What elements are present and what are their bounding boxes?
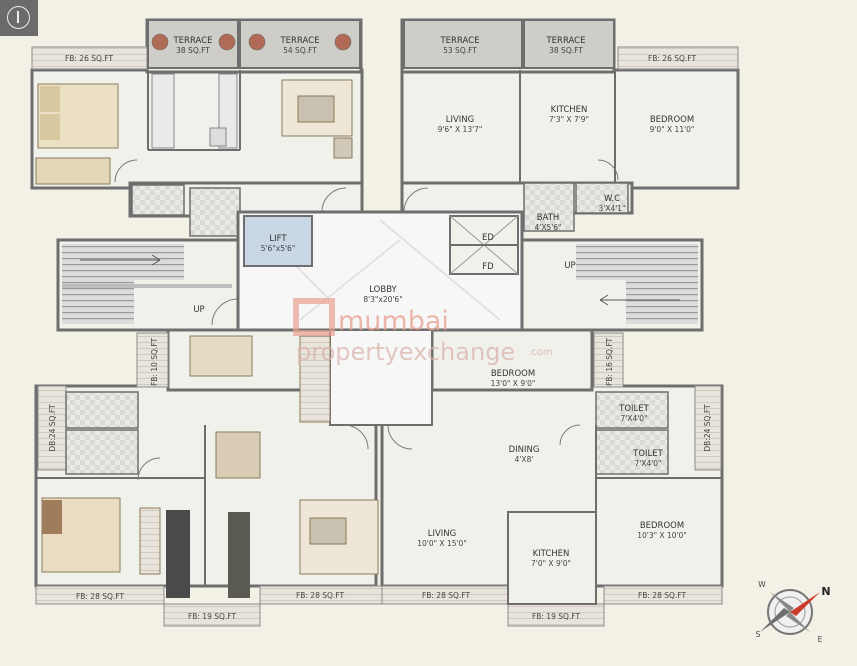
wc-top-right-size: 3'X4'1"	[598, 204, 625, 213]
stair-up-right: UP	[564, 261, 575, 271]
terrace-1-size: 38 SQ.FT	[176, 46, 210, 55]
bedroom-bottom-right-name: BEDROOM	[640, 521, 684, 531]
info-icon	[7, 6, 30, 29]
flower-bed-labels: FB: 26 SQ.FT FB: 26 SQ.FT FB: 28 SQ.FT F…	[48, 54, 712, 621]
toilet-2-size: 7'X4'0"	[634, 459, 661, 468]
fb-top-right: FB: 26 SQ.FT	[648, 54, 697, 63]
bedroom-top-right-size: 9'0" X 11'0"	[650, 125, 695, 134]
bottom-right-interior	[387, 391, 722, 605]
lobby-size: 8'3"x20'6"	[363, 295, 402, 304]
living-top-right-size: 9'6" X 13'7"	[438, 125, 483, 134]
stair-up-left: UP	[193, 305, 204, 315]
core	[56, 210, 704, 426]
bedroom-mid-right-size: 13'0" X 9'0"	[491, 379, 536, 388]
lift-name: LIFT	[269, 234, 287, 244]
fb-side-right-mid: FB: 16 SQ.FT	[605, 338, 614, 387]
room-labels: TERRACE 38 SQ.FT TERRACE 54 SQ.FT TERRAC…	[172, 36, 694, 568]
kitchen-bottom-right-name: KITCHEN	[533, 549, 570, 559]
terrace-plants	[151, 33, 352, 51]
toilet-2-name: TOILET	[632, 449, 663, 459]
lift-door-ed: ED	[482, 233, 494, 243]
dining-size: 4'X8'	[515, 455, 534, 464]
top-left-interior	[35, 70, 353, 237]
watermark-suffix: .com	[528, 347, 553, 358]
kitchen-top-right-size: 7'3" X 7'9"	[549, 115, 589, 124]
terrace-1-name: TERRACE	[172, 36, 212, 46]
compass-north-label: N	[821, 585, 830, 598]
fb-bottom-1: FB: 28 SQ.FT	[76, 592, 125, 601]
flower-beds	[31, 46, 739, 627]
terrace-2-size: 54 SQ.FT	[283, 46, 317, 55]
lift-door-fd: FD	[482, 262, 494, 272]
bottom-left-interior	[36, 335, 379, 598]
living-bottom-right-name: LIVING	[428, 529, 457, 539]
fb-side-left-mid: FB: 10 SQ.FT	[150, 338, 159, 387]
fb-bottom-6: FB: 28 SQ.FT	[638, 591, 687, 600]
living-top-right-name: LIVING	[446, 115, 475, 125]
terrace-3-name: TERRACE	[439, 36, 479, 46]
toilet-1-size: 7'X4'0"	[620, 414, 647, 423]
bath-top-right-size: 4'X5'6"	[534, 223, 561, 232]
watermark-line1: mumbai	[338, 306, 449, 337]
info-button[interactable]	[0, 0, 38, 36]
fb-bottom-5: FB: 19 SQ.FT	[532, 612, 581, 621]
terrace-4-size: 38 SQ.FT	[549, 46, 583, 55]
watermark-line2: propertyexchange	[296, 338, 515, 366]
living-bottom-right-size: 10'0" X 15'0"	[417, 539, 467, 548]
compass-south-label: S	[756, 630, 761, 639]
kitchen-top-right-name: KITCHEN	[551, 105, 588, 115]
compass-west-label: W	[758, 580, 766, 589]
fb-bottom-2: FB: 19 SQ.FT	[188, 612, 237, 621]
terrace-3-size: 53 SQ.FT	[443, 46, 477, 55]
db-left: DB:24 SQ.FT	[48, 404, 57, 452]
watermark: mumbai propertyexchange .com	[293, 298, 553, 366]
terraces	[147, 19, 615, 69]
terrace-2-name: TERRACE	[279, 36, 319, 46]
lift-size: 5'6"x5'6"	[261, 244, 296, 253]
lobby-name: LOBBY	[369, 285, 397, 295]
bedroom-mid-right-name: BEDROOM	[491, 369, 535, 379]
db-right: DB:24 SQ.FT	[703, 404, 712, 452]
wc-top-right-name: W.C	[604, 194, 620, 204]
bath-top-right-name: BATH	[537, 213, 560, 223]
toilet-1-name: TOILET	[618, 404, 649, 414]
fb-bottom-4: FB: 28 SQ.FT	[422, 591, 471, 600]
bedroom-bottom-right-size: 10'3" X 10'0"	[637, 531, 687, 540]
top-right-interior	[403, 70, 629, 232]
fb-bottom-3: FB: 28 SQ.FT	[296, 591, 345, 600]
info-icon-bar	[17, 11, 19, 23]
dining-name: DINING	[509, 445, 540, 455]
kitchen-bottom-right-size: 7'0" X 9'0"	[531, 559, 571, 568]
bedroom-top-right-name: BEDROOM	[650, 115, 694, 125]
fb-top-left: FB: 26 SQ.FT	[65, 54, 114, 63]
compass-east-label: E	[818, 635, 823, 644]
compass-rose: N W S E	[756, 580, 831, 644]
terrace-4-name: TERRACE	[545, 36, 585, 46]
